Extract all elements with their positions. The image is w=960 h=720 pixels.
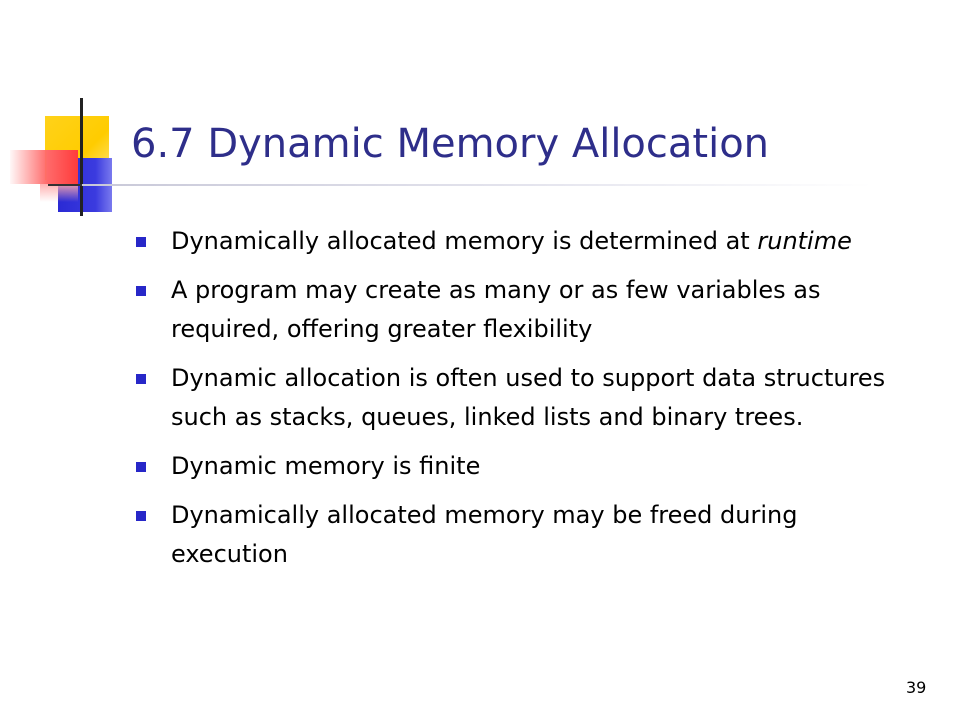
square-bullet-icon <box>136 511 146 521</box>
square-bullet-icon <box>136 237 146 247</box>
bullet-item-finite: Dynamic memory is finite <box>136 447 896 486</box>
bullet-item-flexibility: A program may create as many or as few v… <box>136 271 896 349</box>
title-underline <box>82 184 872 186</box>
bullet-text: Dynamic allocation is often used to supp… <box>171 364 886 431</box>
page-number: 39 <box>906 678 927 697</box>
slide-title: 6.7 Dynamic Memory Allocation <box>131 121 770 167</box>
logo-red-bar <box>10 150 78 184</box>
bullet-item-freed: Dynamically allocated memory may be free… <box>136 496 896 574</box>
bullet-item-runtime: Dynamically allocated memory is determin… <box>136 222 896 261</box>
bullet-item-data-structures: Dynamic allocation is often used to supp… <box>136 359 896 437</box>
bullet-text: A program may create as many or as few v… <box>171 276 821 343</box>
bullet-list: Dynamically allocated memory is determin… <box>136 222 896 584</box>
bullet-emphasis: runtime <box>757 227 852 255</box>
logo-red-fade <box>40 184 78 202</box>
bullet-text: Dynamic memory is finite <box>171 452 481 480</box>
bullet-text: Dynamically allocated memory is determin… <box>171 227 758 255</box>
logo-vertical-line <box>80 98 83 216</box>
bullet-text: Dynamically allocated memory may be free… <box>171 501 798 568</box>
square-bullet-icon <box>136 462 146 472</box>
square-bullet-icon <box>136 286 146 296</box>
square-bullet-icon <box>136 374 146 384</box>
